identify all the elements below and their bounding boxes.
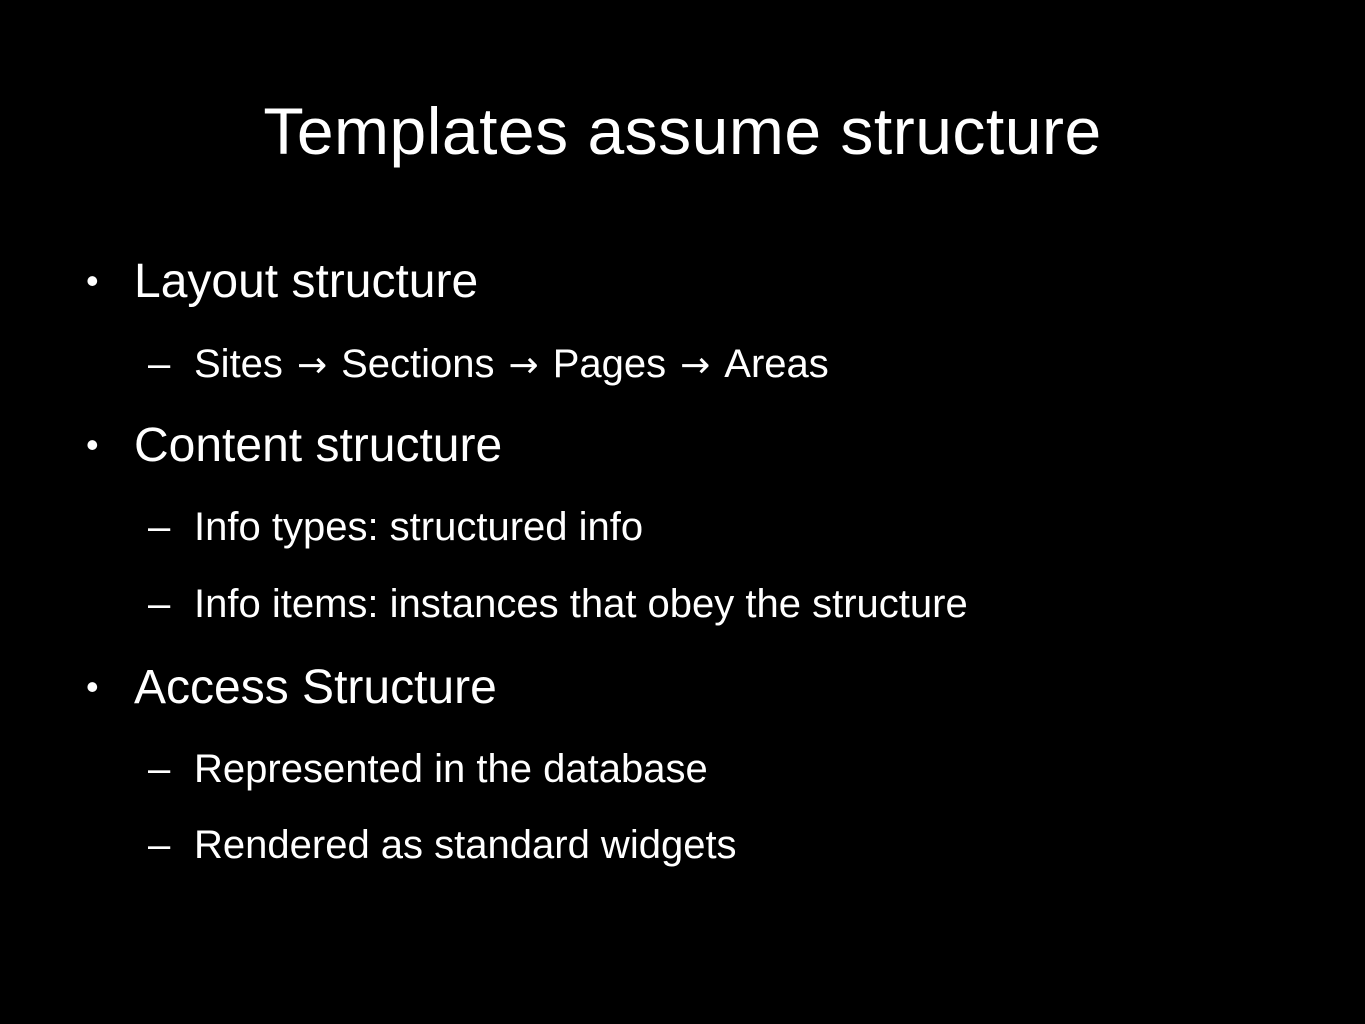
bullet-dot: •: [86, 666, 99, 707]
sub-dash: –: [148, 747, 171, 791]
path-sites: Sites: [194, 342, 283, 386]
sub-text: Represented in the database: [194, 747, 708, 791]
bullet-text: Layout structure: [134, 255, 479, 308]
sub-text: Rendered as standard widgets: [194, 823, 737, 867]
sub-dash: –: [148, 823, 171, 867]
sub-text: Info types: structured info: [194, 505, 644, 549]
layout-path: Sites → Sections → Pages → Areas: [194, 342, 829, 387]
bullet-dot: •: [86, 260, 99, 301]
sub-dash: –: [148, 505, 171, 549]
bullet-text: Content structure: [134, 419, 503, 472]
path-sections: Sections: [341, 342, 495, 386]
sub-dash: –: [148, 582, 171, 626]
slide-title: Templates assume structure: [263, 94, 1102, 168]
path-pages: Pages: [552, 342, 667, 386]
bullet-text: Access Structure: [134, 661, 497, 714]
arrow-right-icon: →: [296, 345, 328, 386]
sub-text: Info items: instances that obey the stru…: [194, 582, 968, 626]
arrow-right-icon: →: [680, 345, 711, 386]
path-areas: Areas: [724, 342, 829, 386]
bullet-dot: •: [86, 424, 99, 465]
sub-dash: –: [148, 342, 171, 386]
arrow-right-icon: →: [508, 345, 539, 386]
